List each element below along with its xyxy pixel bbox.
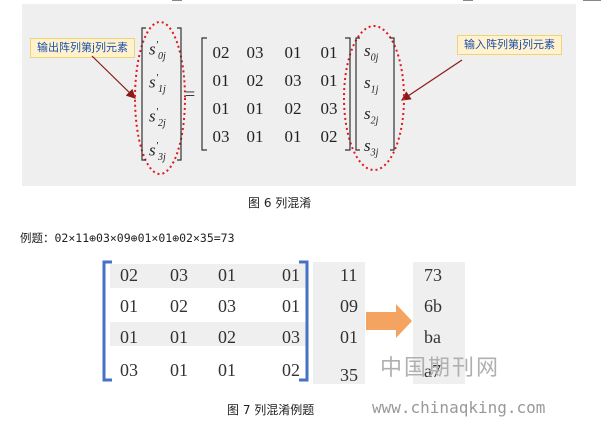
input-label: 输入阵列第j列元素	[457, 35, 563, 55]
figure-7-graphics	[102, 260, 412, 382]
top-mark	[463, 0, 473, 4]
matrix-cell: 03	[320, 99, 338, 118]
result-box	[413, 262, 465, 384]
matrix-cell: 01	[120, 296, 138, 316]
figure-7-caption: 图 7 列混淆例题	[227, 403, 315, 417]
input-ellipse	[343, 25, 405, 171]
column-cell: 09	[340, 296, 358, 316]
result-arrow	[366, 304, 412, 338]
matrix-cell: 03	[282, 327, 300, 347]
column-box	[313, 262, 365, 384]
result-cell: 6b	[424, 296, 442, 316]
matrix-cell: 01	[120, 327, 138, 347]
matrix-cell: 01	[284, 127, 302, 146]
input-element-3: s3j	[364, 136, 379, 159]
matrix-cell: 01	[212, 99, 230, 118]
matrix-cell: 02	[320, 127, 338, 146]
matrix-cell: 01	[282, 265, 300, 285]
matrix-cell: 01	[320, 71, 338, 90]
matrix-cell: 01	[284, 43, 302, 62]
matrix-cell: 01	[320, 43, 338, 62]
matrix-cell: 02	[218, 327, 236, 347]
matrix-cell: 02	[282, 360, 300, 380]
top-mark	[172, 0, 182, 4]
matrix-cell: 03	[218, 296, 236, 316]
output-element-2: s'2j	[149, 106, 166, 130]
input-element-2: s2j	[364, 104, 379, 127]
matrix-cell: 01	[218, 360, 236, 380]
output-element-1: s'1j	[149, 72, 166, 96]
result-cell: ba	[424, 327, 441, 347]
matrix-cell: 03	[120, 360, 138, 380]
matrix-cell: 02	[246, 71, 264, 90]
result-cell: 73	[424, 265, 442, 285]
figure-6-panel	[22, 4, 576, 186]
input-arrow	[401, 59, 463, 101]
matrix-cell: 03	[246, 43, 264, 62]
matrix-cell: 01	[246, 99, 264, 118]
output-ellipse	[134, 21, 186, 175]
matrix-cell: 03	[284, 71, 302, 90]
matrix-cell: 01	[246, 127, 264, 146]
matrix-cell: 01	[170, 327, 188, 347]
watermark-url: www.chinaqking.com	[372, 398, 546, 417]
top-mark	[583, 0, 601, 4]
matrix-cell: 02	[170, 296, 188, 316]
watermark-cn: 中国期刊网	[380, 356, 501, 381]
matrix-cell: 01	[282, 296, 300, 316]
example-formula: 例题：02×11⊕03×09⊕01×01⊕02×35=73	[20, 231, 235, 245]
output-element-0: s'0j	[149, 39, 166, 63]
output-label: 输出阵列第j列元素	[30, 38, 136, 58]
right-bracket	[299, 260, 309, 382]
output-element-3: s'3j	[149, 140, 166, 164]
figure-6-graphics	[91, 21, 463, 175]
input-element-0: s0j	[364, 41, 379, 64]
equals-sign: =	[185, 84, 196, 104]
matrix-cell: 03	[212, 127, 230, 146]
result-cell: a7	[424, 361, 441, 381]
matrix-cell: 01	[170, 360, 188, 380]
input-element-1: s1j	[364, 73, 379, 96]
matrix-cell: 01	[218, 265, 236, 285]
figure-6-caption: 图 6 列混淆	[248, 196, 312, 210]
matrix-cell: 02	[120, 265, 138, 285]
left-bracket	[102, 260, 112, 382]
column-cell: 01	[340, 327, 358, 347]
matrix-cell: 03	[170, 265, 188, 285]
matrix-row-stripe	[110, 322, 306, 346]
matrix-cell: 02	[284, 99, 302, 118]
matrix-row-stripe	[110, 264, 306, 288]
matrix-cell: 01	[212, 71, 230, 90]
output-arrow	[91, 55, 136, 99]
matrix-cell: 02	[212, 43, 230, 62]
column-cell: 11	[340, 265, 358, 285]
column-cell: 35	[340, 365, 358, 385]
